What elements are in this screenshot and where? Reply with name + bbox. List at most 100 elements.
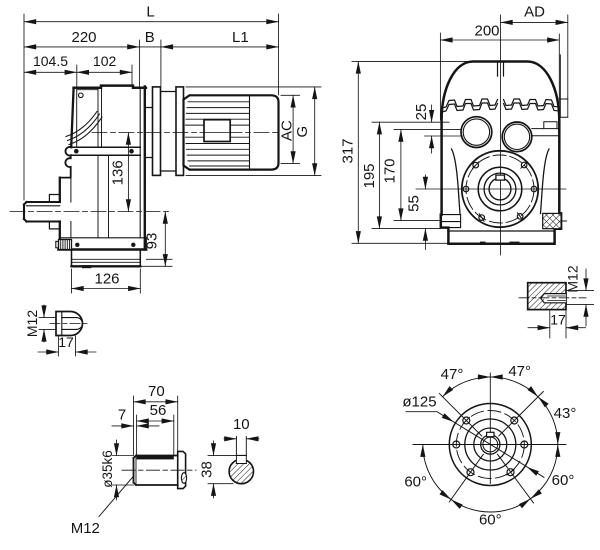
ext-lines bbox=[351, 14, 569, 244]
ext-lines bbox=[38, 317, 76, 357]
dim-label-G: G bbox=[294, 126, 311, 138]
flange-bolt-hole bbox=[472, 161, 480, 169]
dim-label-102: 102 bbox=[93, 53, 117, 69]
front-housing bbox=[439, 54, 569, 245]
hub-circle bbox=[473, 427, 508, 462]
lower-knuckle bbox=[58, 154, 72, 179]
drain-plug-cap bbox=[55, 240, 60, 249]
right-lug-block bbox=[542, 212, 562, 230]
bolt-hole bbox=[510, 416, 519, 425]
shaft-dimensions bbox=[111, 395, 179, 501]
dim-label-104_5: 104.5 bbox=[33, 53, 68, 69]
section-dimensions bbox=[527, 268, 594, 339]
dim-label-AD: AD bbox=[524, 3, 545, 20]
case-inner-top-line bbox=[76, 89, 99, 148]
dim-label-B: B bbox=[145, 29, 155, 46]
bore-keyway bbox=[486, 431, 495, 438]
dim-label-M12: M12 bbox=[71, 520, 100, 537]
shaft-hub bbox=[48, 193, 61, 230]
keyway-groove bbox=[136, 455, 174, 460]
tapped-hole-section-detail: M12 17 bbox=[518, 265, 594, 339]
dim-label-L: L bbox=[146, 3, 154, 20]
base-foot-pad bbox=[480, 241, 486, 244]
thread-lines bbox=[61, 317, 78, 330]
terminal-box bbox=[203, 118, 232, 143]
shaft-end-detail: 70 56 7 ø35k6 M12 bbox=[71, 383, 197, 537]
dim-label-70: 70 bbox=[148, 383, 165, 400]
detail-geometry bbox=[49, 310, 89, 337]
dim-label-56: 56 bbox=[150, 402, 167, 419]
right-lug-hatched bbox=[542, 212, 567, 230]
upper-bore-left-inner bbox=[462, 118, 491, 146]
dim-label-55: 55 bbox=[405, 195, 422, 212]
tapped-hole-outline bbox=[540, 293, 567, 304]
housing-outline bbox=[439, 60, 563, 245]
upper-bore-left-outer bbox=[460, 115, 493, 149]
dim-label-170: 170 bbox=[381, 158, 398, 183]
angle-arc-top bbox=[441, 376, 559, 445]
angle-label-60-right: 60° bbox=[552, 472, 575, 489]
upper-bore-right-outer bbox=[501, 121, 533, 153]
section-dimensions bbox=[207, 436, 260, 499]
side-view: L 220 B L1 104.5 102 136 93 126 AC G bbox=[9, 3, 322, 294]
dim-label-AC: AC bbox=[278, 120, 295, 141]
flange-bolt-hole bbox=[520, 161, 528, 169]
foot-notch bbox=[82, 265, 92, 269]
flange-bolt-circle bbox=[465, 154, 535, 224]
dim-label-38: 38 bbox=[198, 461, 215, 478]
wavy-rib-right-upper bbox=[502, 98, 560, 108]
dim-label-L1: L1 bbox=[232, 29, 249, 46]
front-view-dimensions bbox=[351, 14, 569, 250]
housing-left-edge bbox=[70, 86, 75, 149]
output-flange bbox=[460, 149, 540, 229]
dim-label-126: 126 bbox=[94, 270, 119, 287]
dim-label-M12: M12 bbox=[24, 310, 40, 337]
bolt-hole bbox=[452, 440, 461, 449]
dim-label-7: 7 bbox=[118, 407, 126, 424]
flange-bolt-hole bbox=[462, 185, 470, 193]
bolt-hole bbox=[520, 440, 529, 449]
ext-lines bbox=[23, 13, 322, 294]
angle-label-47-right: 47° bbox=[508, 363, 531, 380]
drain-plug-ribs bbox=[60, 239, 70, 250]
motor-assembly bbox=[145, 86, 280, 177]
angle-label-60-bottom: 60° bbox=[479, 511, 502, 528]
dim-label-200: 200 bbox=[474, 22, 499, 39]
eyebolt-hole bbox=[77, 92, 84, 99]
dim-label-136: 136 bbox=[109, 160, 126, 185]
angle-label-47-left: 47° bbox=[441, 366, 464, 383]
flange-spigot-circle bbox=[477, 166, 523, 212]
dim-label-dia35k6: ø35k6 bbox=[100, 450, 115, 488]
front-view: AD 200 317 195 170 55 25 bbox=[339, 3, 569, 256]
base-foot-pad bbox=[509, 241, 520, 245]
dia125-leader bbox=[405, 411, 545, 478]
joint-bolt bbox=[74, 148, 79, 154]
foot-lines bbox=[71, 258, 141, 263]
dim-label-317: 317 bbox=[339, 138, 356, 163]
detail-geometry bbox=[405, 372, 567, 513]
dim-label-17: 17 bbox=[58, 334, 74, 350]
motor-body-outline bbox=[182, 94, 280, 171]
dim-label-10: 10 bbox=[233, 416, 250, 433]
dim-label-25: 25 bbox=[413, 104, 430, 121]
joint-bolt bbox=[129, 148, 134, 154]
dim-label-17: 17 bbox=[550, 311, 566, 327]
key-slot-outline bbox=[235, 454, 247, 465]
tapped-hole-void bbox=[544, 293, 566, 303]
break-section-ellipse bbox=[180, 472, 188, 484]
side-pocket-right bbox=[539, 148, 550, 215]
dim-label-93: 93 bbox=[144, 233, 161, 250]
side-view-dimensions bbox=[23, 13, 322, 294]
housing-top-steps bbox=[100, 84, 134, 89]
lower-case-joint-lines bbox=[97, 154, 109, 239]
dim-label-M12: M12 bbox=[564, 265, 580, 292]
spigot-circle bbox=[464, 418, 517, 471]
drain-plug bbox=[55, 238, 73, 251]
output-shaft bbox=[22, 193, 61, 230]
thread-end-arc bbox=[75, 317, 83, 330]
dim-label-195: 195 bbox=[361, 163, 378, 188]
shaft-cross-section: 10 38 bbox=[198, 416, 260, 499]
